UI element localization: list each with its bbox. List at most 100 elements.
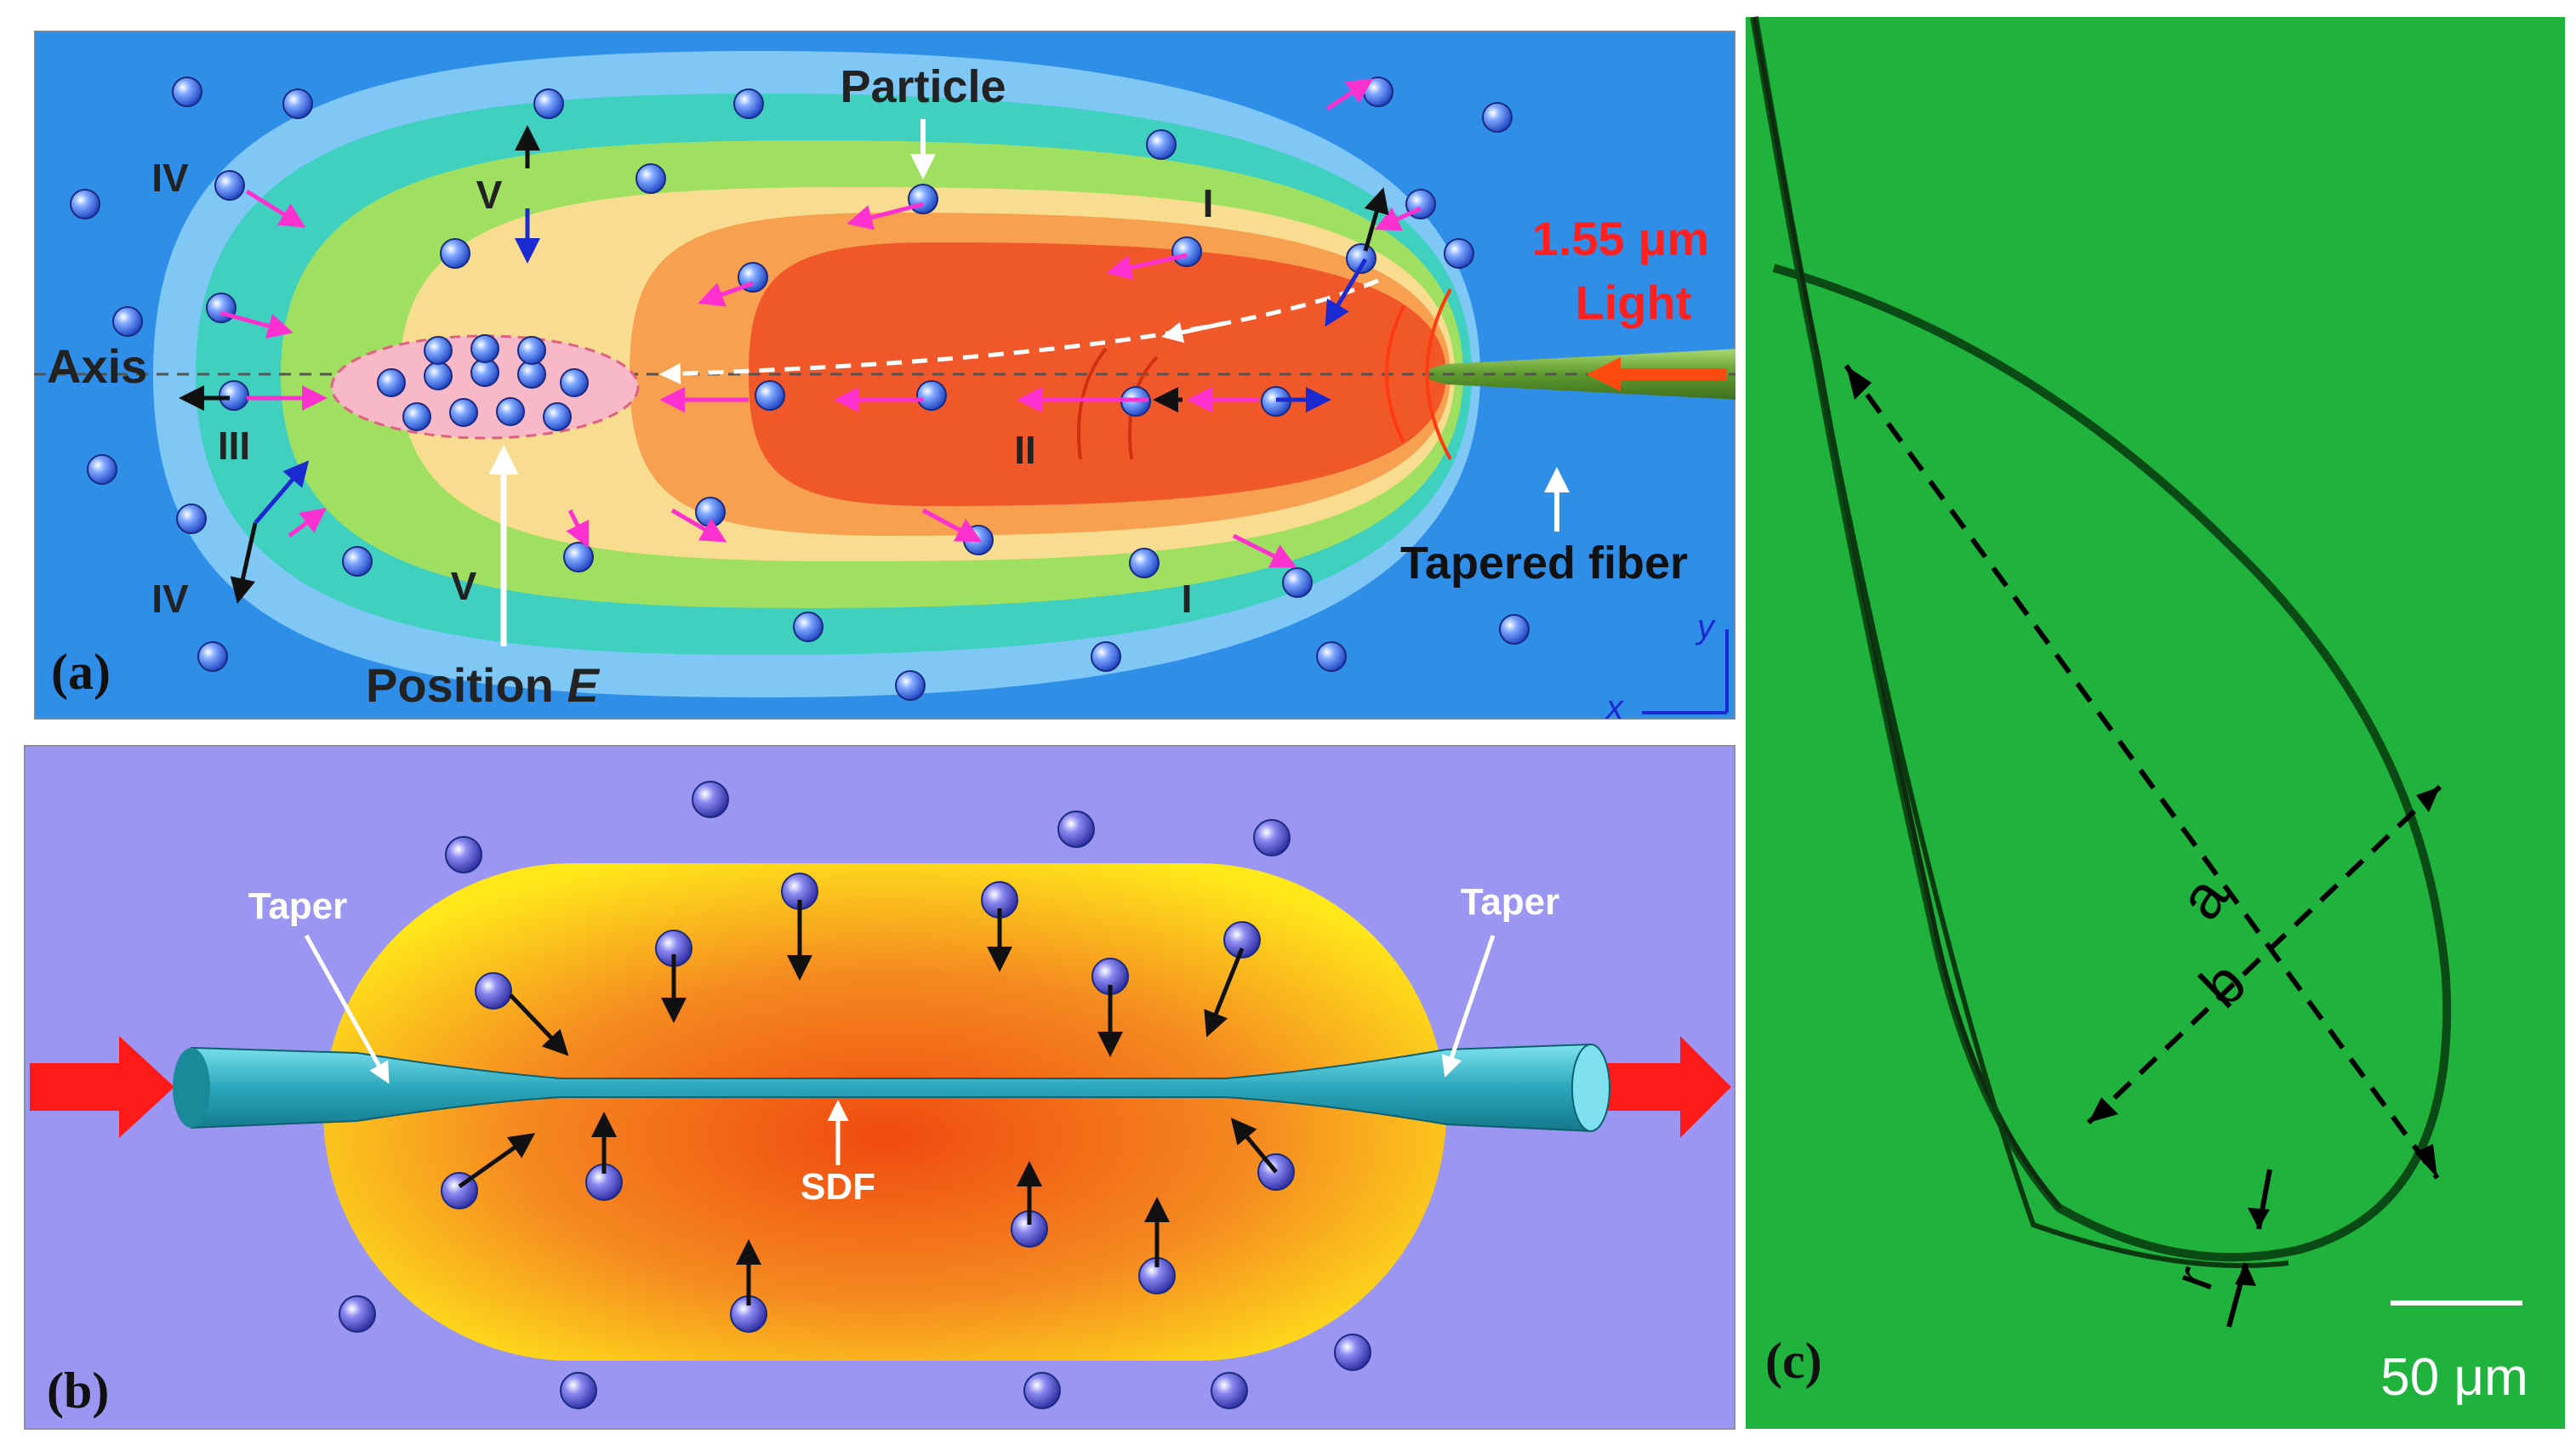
force-arrow [1374,206,1422,231]
force-arrow [1325,78,1374,111]
particle [342,546,373,577]
taper-label-left: Taper [248,885,348,927]
panel-a-force-arrows [179,78,1422,604]
region-IV-label: IV [151,577,189,621]
particle [1223,921,1261,959]
particle [87,454,117,485]
y-axis-label: y [1695,608,1717,646]
particle [339,1295,376,1333]
particle [445,836,482,873]
axis-label: Axis [47,339,147,393]
particle [1316,641,1347,672]
panel-b [24,745,1735,1430]
taper-label-right: Taper [1461,881,1560,923]
particle [496,397,525,426]
dimension-a-arrow [1846,366,1872,400]
particle [560,1372,597,1409]
force-arrow [1106,253,1188,281]
panel-b-particles [339,781,1371,1409]
dimension-b-line [2086,784,2442,1125]
dimension-b-arrow [2089,1097,2118,1123]
particle [440,238,470,269]
trajectory-arrow [1161,321,1226,344]
particle [635,163,666,194]
light-arrow-head [1587,357,1621,391]
panel-c: a b r 50 μm (c) [1746,16,2565,1429]
force-arrow [1232,533,1297,568]
dimension-b-arrow [2416,787,2440,812]
particle [1057,811,1095,848]
evanescent-field-region [323,863,1446,1361]
scale-bar-label: 50 μm [2380,1348,2528,1407]
input-arrow [30,1036,174,1138]
particle [1211,1372,1248,1409]
particle [755,380,785,411]
panel-b-letter: (b) [47,1363,109,1419]
region-II-label: II [1014,428,1036,472]
particle [695,497,726,527]
region-IV-label: IV [151,156,189,200]
region-I-label: I [1182,577,1193,621]
particle [692,781,729,818]
particle [543,402,572,431]
region-III-label: III [218,424,250,468]
particle [1253,819,1291,856]
panel-a [34,31,1735,720]
force-arrow [254,460,310,525]
panel-a-labels: Particle 1.55 μm Light Axis Tapered fibe… [47,61,1729,726]
sdf-label: SDF [801,1166,875,1208]
panel-b-force-arrows [458,900,1278,1306]
particle [219,380,249,411]
x-axis-label: x [1604,689,1625,726]
particle [895,670,926,701]
force-arrow [1363,187,1389,252]
panel-a-letter: (a) [51,644,111,700]
particle [470,334,499,363]
force-arrow [698,281,754,307]
fiber-end-right [1571,1044,1610,1132]
particle [533,88,564,119]
force-arrow [566,509,590,549]
region-V-label: V [451,564,477,608]
particle [1334,1334,1371,1371]
particle [206,293,237,323]
force-arrow [220,310,294,338]
wavefront [1385,305,1405,443]
particle [1444,238,1474,269]
taper-pointer-right [1441,935,1496,1078]
force-arrow [921,508,983,543]
particle [1146,129,1177,160]
position-label: Position E [366,658,600,712]
tapered-fiber-label: Tapered fiber [1400,538,1688,589]
tapered-fiber-shape [1425,349,1735,400]
radius-arrow [2248,1208,2270,1229]
particle [560,368,589,397]
panel-c-background [1746,17,2565,1429]
particle [733,88,764,119]
panel-b-labels: Taper Taper SDF (b) [47,881,1559,1419]
particle [916,380,947,411]
wavelength-label: 1.55 μm [1532,212,1710,265]
force-arrow [245,189,306,228]
particle [475,972,512,1010]
force-arrow [288,508,327,538]
fiber-end-left [173,1048,210,1128]
force-arrow [1325,258,1368,327]
force-arrow [1204,947,1245,1038]
particle [793,612,824,642]
force-arrow [670,508,727,543]
force-arrow [509,993,569,1056]
particle [282,88,313,119]
fiber-strand [1814,356,2289,1268]
particle [424,336,453,365]
light-label: Light [1576,276,1692,329]
particle [424,361,453,390]
wavefront [1425,288,1452,460]
particle [563,542,594,572]
radius-arrow [2235,1263,2256,1286]
particle [1129,548,1160,578]
particle [449,398,478,427]
particle [377,368,406,397]
particle [214,170,245,201]
